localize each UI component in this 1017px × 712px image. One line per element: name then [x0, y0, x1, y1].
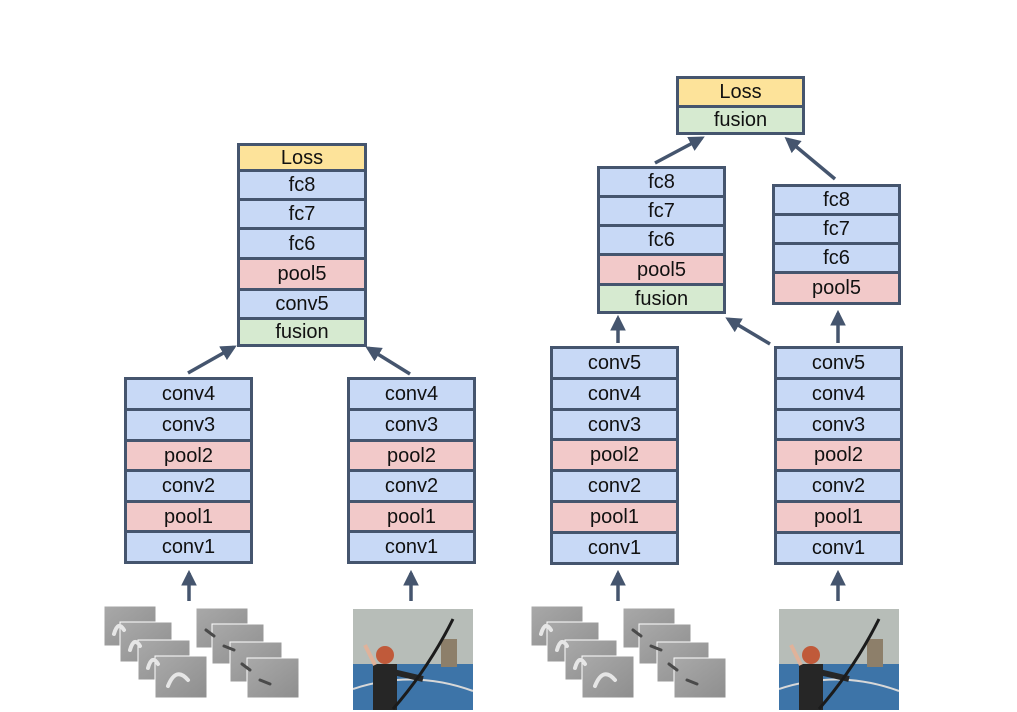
layer-fc8: fc8	[240, 172, 364, 198]
layer-pool2: pool2	[553, 441, 676, 469]
layer-pool1: pool1	[127, 503, 250, 530]
layer-conv4: conv4	[777, 380, 900, 408]
layer-pool1: pool1	[553, 503, 676, 531]
left-top-stack: Loss fc8 fc7 fc6 pool5 conv5 fusion	[237, 143, 367, 347]
layer-conv4: conv4	[127, 380, 250, 408]
layer-conv1: conv1	[127, 533, 250, 561]
layer-conv2: conv2	[777, 472, 900, 500]
layer-conv3: conv3	[777, 411, 900, 438]
layer-conv1: conv1	[777, 534, 900, 562]
layer-pool1: pool1	[350, 503, 473, 530]
layer-fc6: fc6	[600, 227, 723, 253]
layer-conv4: conv4	[553, 380, 676, 408]
arrow-right-branch-to-top-fusion	[654, 136, 705, 165]
optical-flow-frames-icon	[103, 605, 300, 699]
layer-conv5: conv5	[777, 349, 900, 377]
layer-fusion: fusion	[600, 286, 723, 311]
layer-conv4: conv4	[350, 380, 473, 408]
layer-pool5: pool5	[775, 274, 898, 302]
layer-conv1: conv1	[553, 534, 676, 562]
layer-pool5: pool5	[240, 260, 364, 288]
layer-conv3: conv3	[350, 411, 473, 439]
layer-pool2: pool2	[350, 442, 473, 469]
arrow-left-flow-to-fusion	[187, 345, 237, 375]
arrow-left-rgb-to-fusion	[365, 346, 411, 376]
layer-fc6: fc6	[775, 245, 898, 271]
layer-fusion: fusion	[240, 320, 364, 344]
arrow-right-rgb-to-fusion	[725, 317, 771, 346]
layer-fc7: fc7	[775, 216, 898, 242]
layer-conv5: conv5	[553, 349, 676, 377]
layer-fc6: fc6	[240, 230, 364, 257]
arrow-right-rgb-head-to-top-fusion	[784, 136, 837, 181]
right-rgb-stack: conv5 conv4 conv3 pool2 conv2 pool1 conv1	[774, 346, 903, 565]
layer-loss: Loss	[240, 146, 364, 169]
archer-photo-icon	[779, 609, 899, 710]
layer-conv3: conv3	[553, 411, 676, 438]
layer-pool5: pool5	[600, 256, 723, 283]
layer-fc8: fc8	[775, 187, 898, 213]
layer-fc7: fc7	[600, 198, 723, 224]
layer-pool2: pool2	[777, 441, 900, 469]
right-flow-stack: conv5 conv4 conv3 pool2 conv2 pool1 conv1	[550, 346, 679, 565]
layer-pool1: pool1	[777, 503, 900, 531]
layer-conv2: conv2	[553, 472, 676, 500]
layer-fusion: fusion	[679, 108, 802, 132]
layer-fc8: fc8	[600, 169, 723, 195]
left-flow-stack: conv4 conv3 pool2 conv2 pool1 conv1	[124, 377, 253, 564]
layer-conv3: conv3	[127, 411, 250, 439]
layer-loss: Loss	[679, 79, 802, 105]
right-fused-branch-stack: fc8 fc7 fc6 pool5 fusion	[597, 166, 726, 314]
layer-fc7: fc7	[240, 201, 364, 227]
left-rgb-stack: conv4 conv3 pool2 conv2 pool1 conv1	[347, 377, 476, 564]
archer-photo-icon	[353, 609, 473, 710]
optical-flow-frames-icon	[530, 605, 727, 699]
layer-conv1: conv1	[350, 533, 473, 561]
right-rgb-head-stack: fc8 fc7 fc6 pool5	[772, 184, 901, 305]
layer-conv5: conv5	[240, 291, 364, 317]
layer-conv2: conv2	[350, 472, 473, 500]
right-top-fusion-stack: Loss fusion	[676, 76, 805, 135]
layer-pool2: pool2	[127, 442, 250, 469]
layer-conv2: conv2	[127, 472, 250, 500]
